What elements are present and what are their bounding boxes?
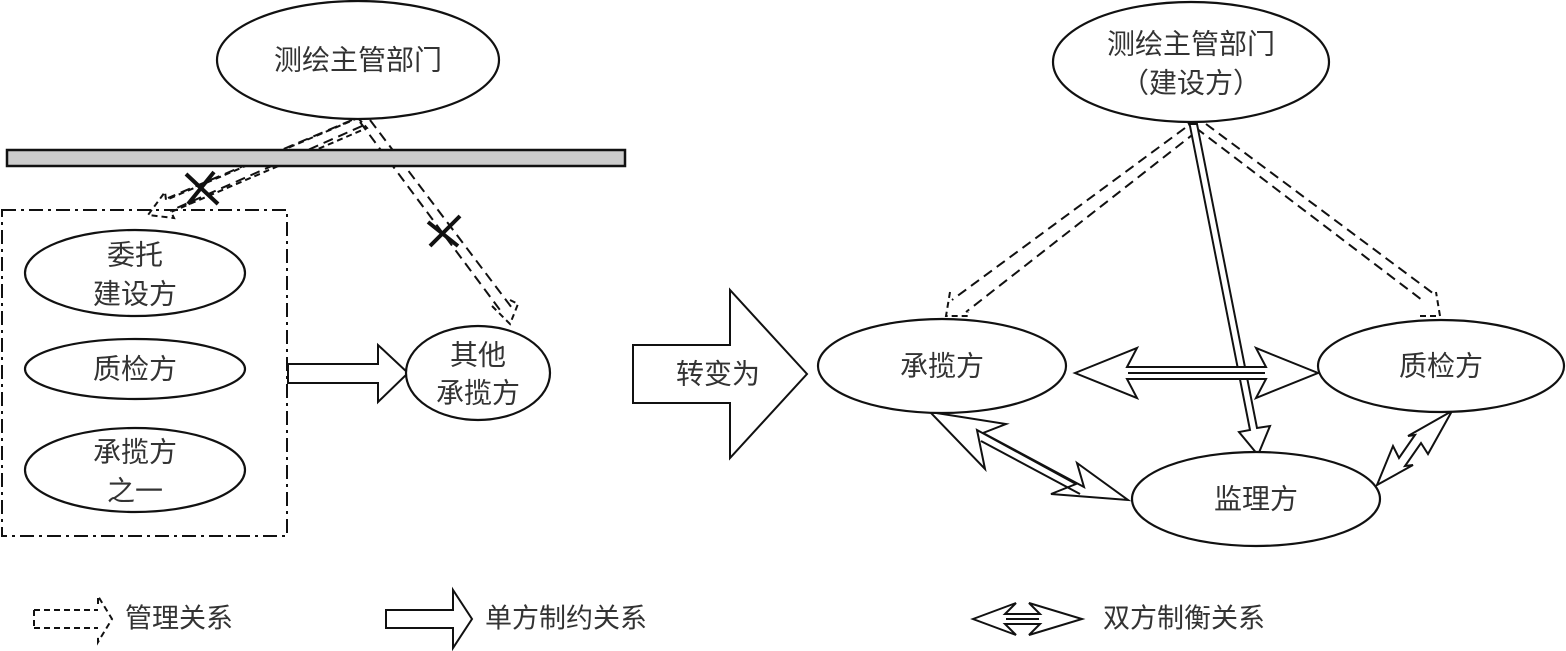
blocked-cross-icon	[184, 170, 220, 206]
legend-item-management: 管理关系	[33, 592, 233, 646]
authority-node-before: 测绘主管部门	[215, 0, 501, 121]
management-arrow-to-contractor	[944, 127, 1197, 317]
transition-arrow: 转变为	[632, 287, 809, 461]
node-label: （建设方）	[1121, 67, 1261, 100]
legend-label: 单方制约关系	[485, 604, 647, 635]
management-arrow-to-inspector	[1195, 123, 1442, 317]
legend: 管理关系 单方制约关系 双方制衡关系	[33, 586, 1265, 651]
legend-label: 管理关系	[125, 604, 233, 635]
management-arrow-to-group	[146, 116, 369, 220]
node-label: 承揽方	[436, 377, 520, 410]
group-node-contractor-one: 承揽方 之一	[23, 426, 247, 514]
node-label: 承揽方	[900, 350, 984, 383]
hollow-arrow-icon	[385, 586, 474, 651]
authority-node-after: 测绘主管部门 （建设方）	[1051, 0, 1331, 124]
legend-label: 双方制衡关系	[1103, 604, 1265, 635]
other-contractor-node: 其他 承揽方	[404, 324, 552, 422]
transition-label: 转变为	[676, 358, 760, 391]
group-node-inspector: 质检方	[23, 337, 247, 401]
constraint-arrow-to-supervisor	[1187, 123, 1272, 457]
dashed-arrow-icon	[33, 592, 114, 646]
node-label: 测绘主管部门	[1107, 28, 1275, 61]
balance-arrow-contractor-supervisor	[927, 410, 1132, 502]
node-label: 委托	[107, 239, 163, 272]
authority-label: 测绘主管部门	[274, 44, 442, 77]
constraint-arrow	[287, 342, 410, 405]
node-label: 质检方	[93, 353, 177, 386]
node-label: 质检方	[1399, 350, 1483, 383]
group-node-entrusted-builder: 委托 建设方	[23, 228, 247, 318]
node-label: 其他	[450, 339, 506, 372]
node-label: 建设方	[93, 278, 177, 311]
barrier-bar	[5, 148, 627, 168]
node-label: 之一	[107, 475, 163, 508]
inspector-node: 质检方	[1316, 318, 1566, 414]
legend-item-two-way: 双方制衡关系	[970, 602, 1265, 636]
arrow-divider	[980, 440, 1081, 495]
node-label: 承揽方	[93, 436, 177, 469]
contractor-node: 承揽方	[816, 317, 1068, 415]
node-label: 监理方	[1214, 483, 1298, 516]
entrusted-group-box	[1, 209, 288, 537]
balance-arrow-inspector-supervisor	[1374, 408, 1455, 488]
legend-item-one-way: 单方制约关系	[385, 586, 647, 651]
blocked-cross-icon	[426, 214, 462, 248]
supervisor-node: 监理方	[1130, 450, 1382, 548]
